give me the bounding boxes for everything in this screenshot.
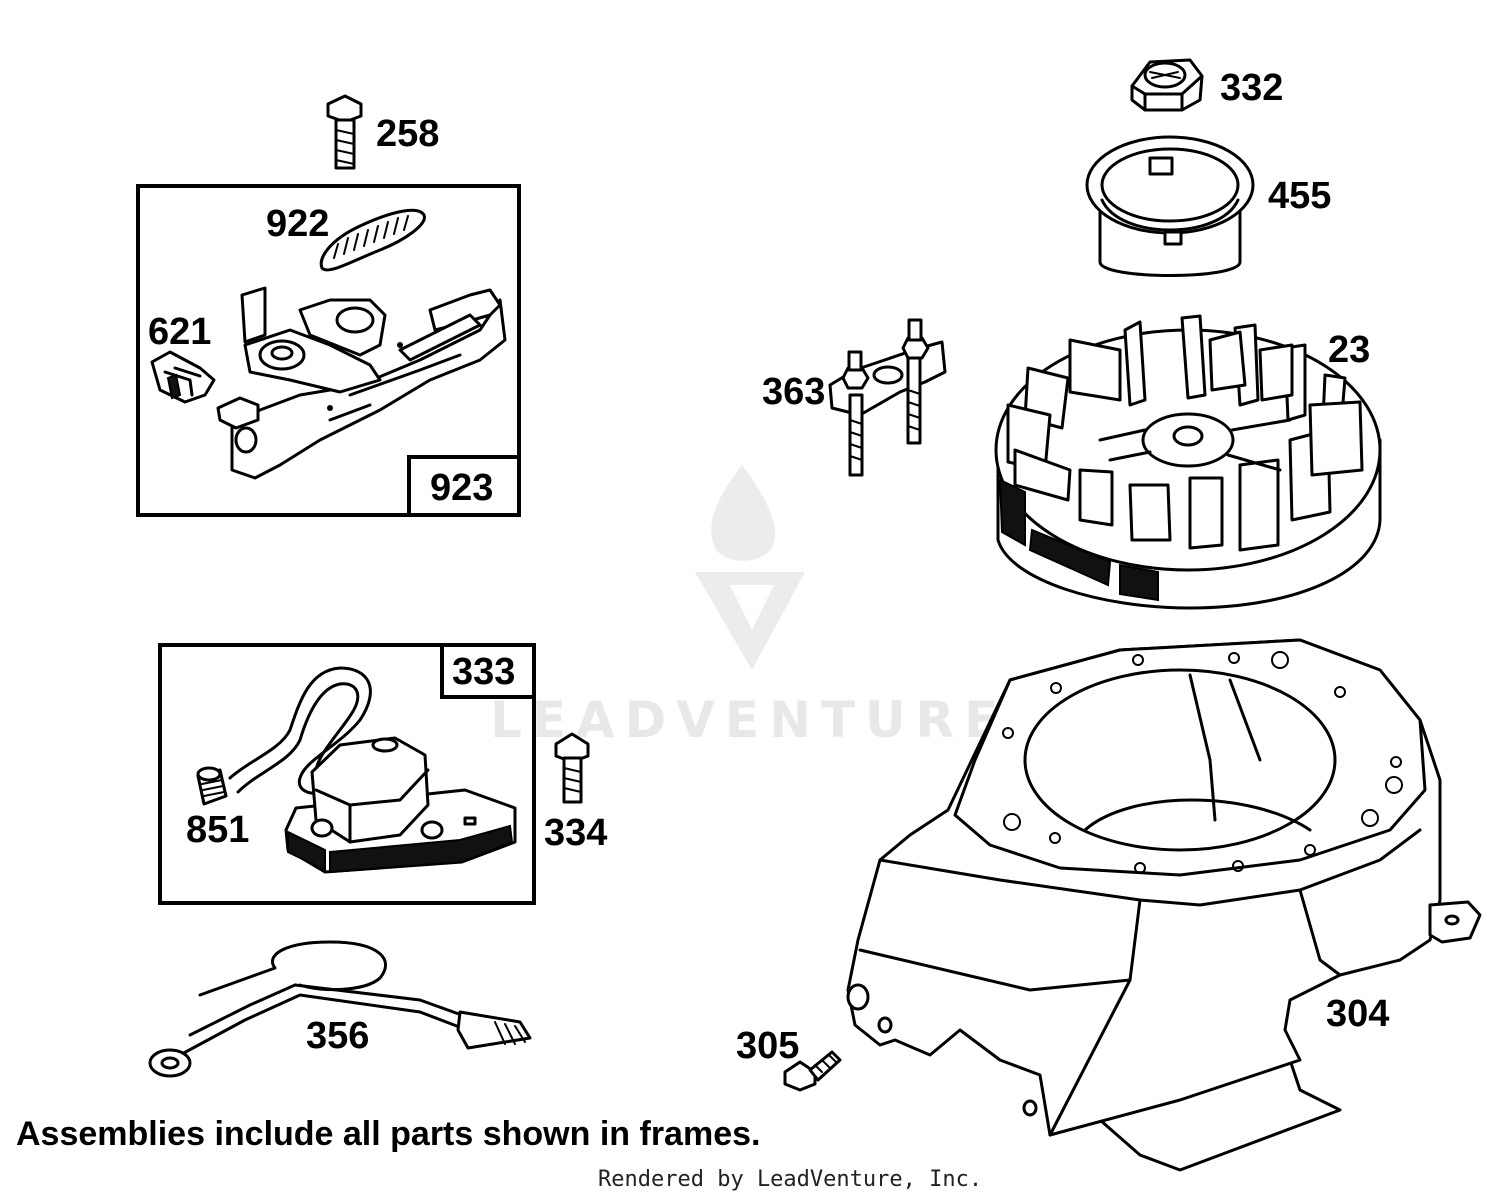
bolt-334	[554, 732, 590, 804]
render-credit: Rendered by LeadVenture, Inc.	[598, 1167, 982, 1192]
label-334: 334	[544, 812, 607, 854]
ground-wire-356	[148, 940, 532, 1078]
frame-923	[136, 184, 521, 517]
label-23: 23	[1328, 329, 1370, 371]
link-621	[150, 350, 216, 404]
screw-305	[783, 1050, 842, 1092]
bolt-258	[326, 94, 363, 170]
label-363: 363	[762, 371, 825, 413]
assembly-note: Assemblies include all parts shown in fr…	[16, 1115, 760, 1153]
frame-333-tag	[440, 643, 536, 699]
starter-cup-455	[1085, 135, 1255, 277]
label-621: 621	[148, 311, 211, 353]
label-356: 356	[306, 1015, 369, 1057]
label-851: 851	[186, 809, 249, 851]
flywheel-23	[994, 314, 1382, 610]
spark-plug-boot-851	[196, 766, 228, 806]
blower-housing-304	[846, 638, 1482, 1172]
governor-bracket-923	[216, 286, 507, 480]
label-923: 923	[430, 467, 493, 509]
label-922: 922	[266, 203, 329, 245]
frame-333	[158, 643, 536, 905]
label-304: 304	[1326, 993, 1389, 1035]
bracket-363	[828, 318, 947, 477]
label-333: 333	[452, 651, 515, 693]
label-455: 455	[1268, 175, 1331, 217]
label-305: 305	[736, 1025, 799, 1067]
label-332: 332	[1220, 67, 1283, 109]
spring-922	[319, 208, 426, 272]
leadventure-watermark: LEADVENTURE	[490, 465, 998, 749]
label-258: 258	[376, 113, 439, 155]
nut-332	[1130, 58, 1204, 112]
frame-923-tag	[407, 455, 521, 517]
ignition-coil-333	[228, 666, 517, 874]
